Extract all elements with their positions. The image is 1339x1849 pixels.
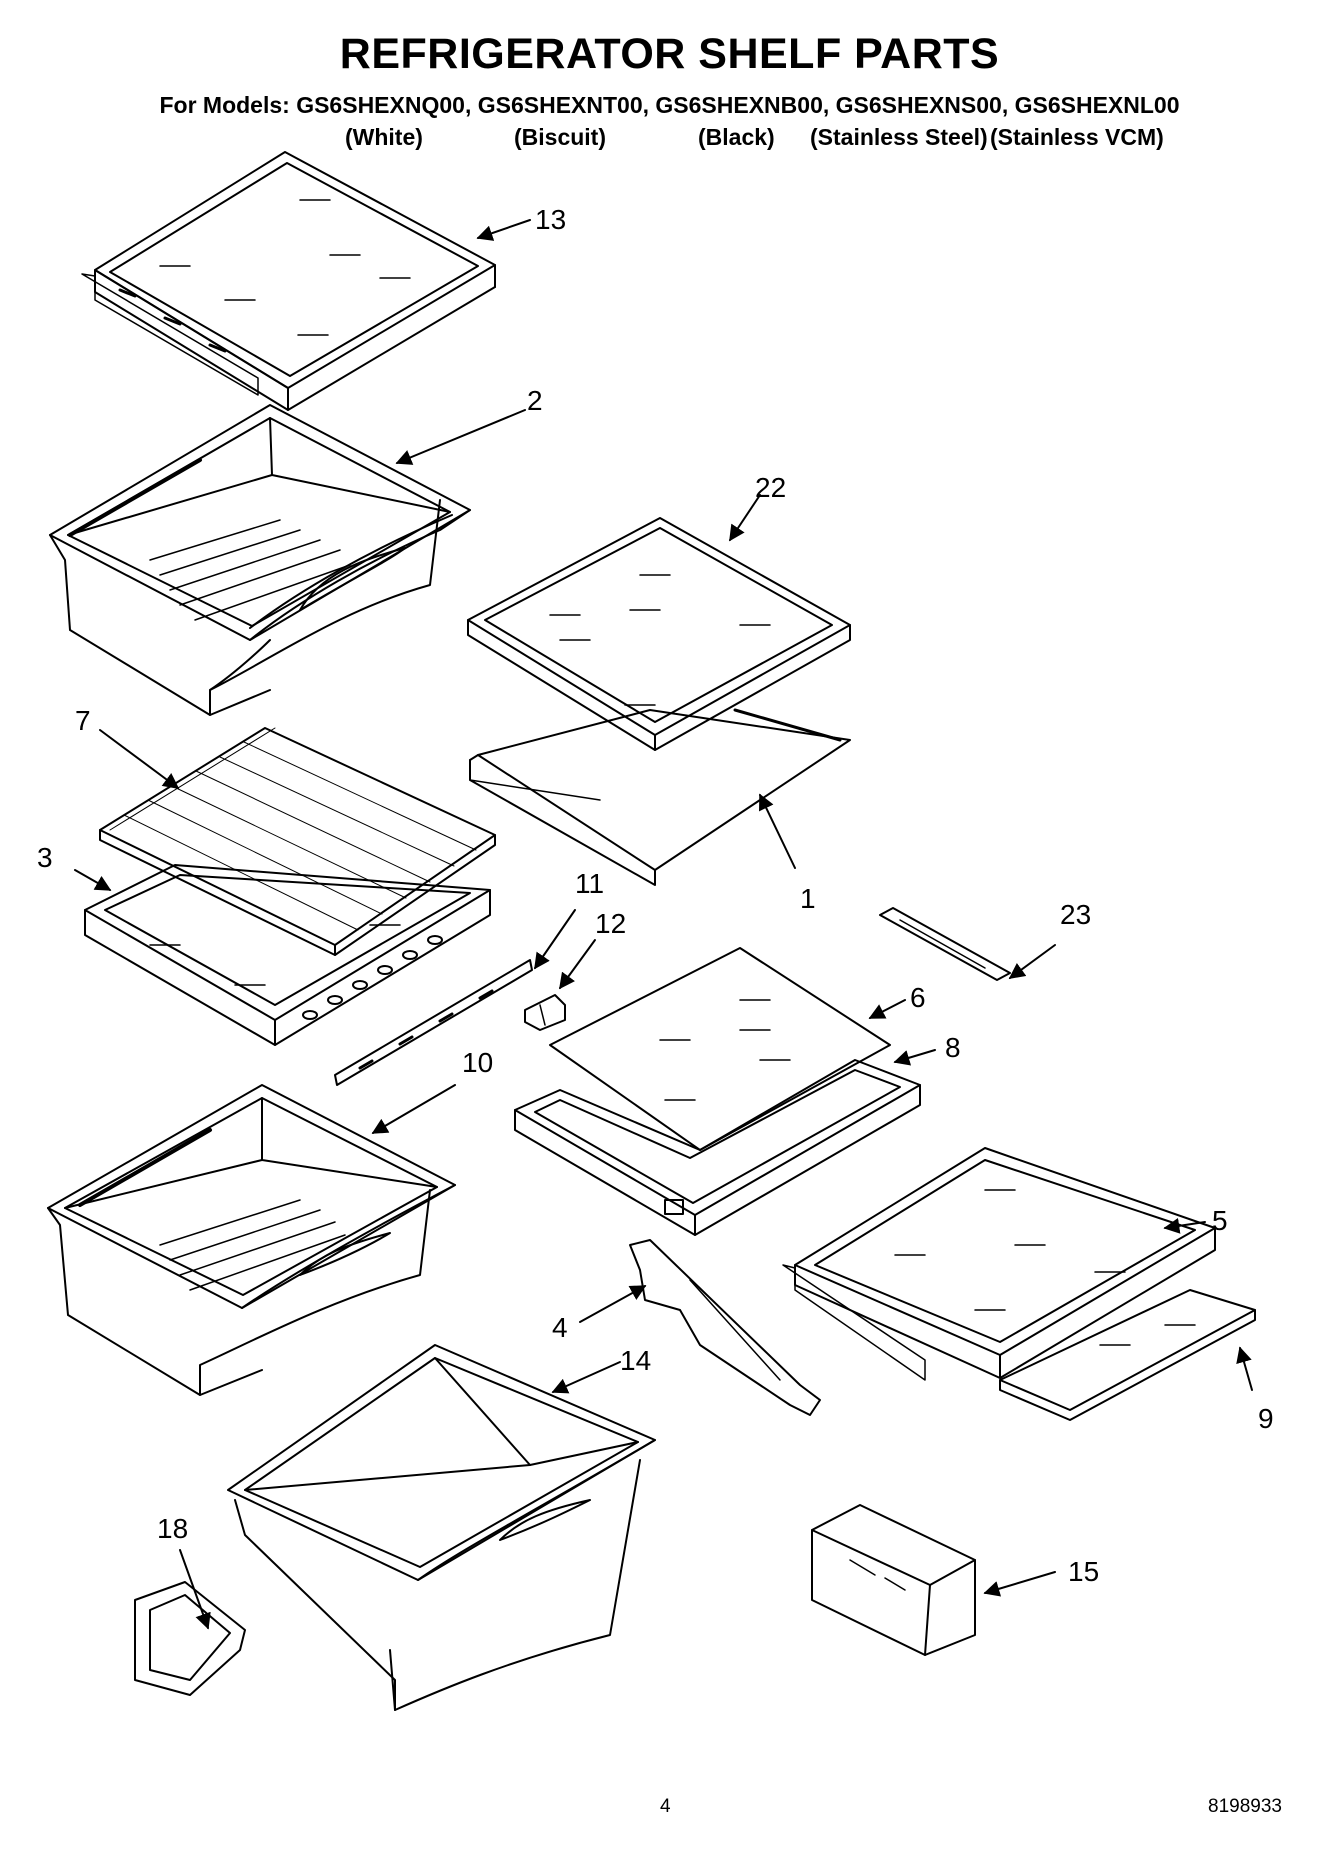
models-line: For Models: GS6SHEXNQ00, GS6SHEXNT00, GS… [159, 92, 1180, 118]
part-8-frame [514, 1059, 921, 1236]
callout-6: 6 [910, 982, 926, 1013]
part-9-lower-shelf [999, 1289, 1256, 1421]
page-title: REFRIGERATOR SHELF PARTS [339, 30, 1000, 78]
part-22-glass-shelf [467, 517, 851, 751]
part-5-glass-shelf [782, 1147, 1216, 1381]
part-13-glass-shelf [81, 151, 496, 411]
part-2-crisper-drawer [49, 404, 471, 716]
callout-14: 14 [620, 1345, 651, 1376]
callout-23: 23 [1060, 899, 1091, 930]
part-1-shelf-frame [469, 708, 851, 886]
part-18-label-card [134, 1581, 246, 1696]
callout-13: 13 [535, 204, 566, 235]
leader-arrows [74, 219, 1253, 1630]
callout-2: 2 [527, 385, 543, 416]
callout-8: 8 [945, 1032, 961, 1063]
color-stainless-steel: (Stainless Steel) [810, 124, 988, 150]
page-number: 4 [660, 1796, 671, 1817]
callout-18: 18 [157, 1513, 188, 1544]
callout-15: 15 [1068, 1556, 1099, 1587]
part-6-glass-panel [549, 947, 891, 1151]
part-14-crisper-drawer [227, 1344, 656, 1711]
callout-4: 4 [552, 1312, 568, 1343]
part-11-rail [334, 959, 533, 1086]
part-15-bin [811, 1504, 976, 1656]
color-biscuit: (Biscuit) [514, 124, 606, 150]
callout-9: 9 [1258, 1403, 1274, 1434]
callout-1: 1 [800, 883, 816, 914]
doc-number: 8198933 [1208, 1796, 1282, 1817]
part-7-crisper-cover [99, 727, 496, 956]
callout-3: 3 [37, 842, 53, 873]
callout-12: 12 [595, 908, 626, 939]
callout-11: 11 [575, 868, 604, 899]
part-10-crisper-drawer [47, 1084, 456, 1396]
part-12-clip [524, 994, 566, 1031]
part-4-bracket [629, 1239, 821, 1416]
color-stainless-vcm: (Stainless VCM) [990, 124, 1164, 150]
color-black: (Black) [698, 124, 775, 150]
part-23-rail [879, 907, 1011, 981]
color-white: (White) [345, 124, 423, 150]
callout-22: 22 [755, 472, 786, 503]
callout-10: 10 [462, 1047, 493, 1078]
callout-5: 5 [1212, 1205, 1228, 1236]
callout-7: 7 [75, 705, 91, 736]
part-3-cover-frame [84, 864, 491, 1046]
